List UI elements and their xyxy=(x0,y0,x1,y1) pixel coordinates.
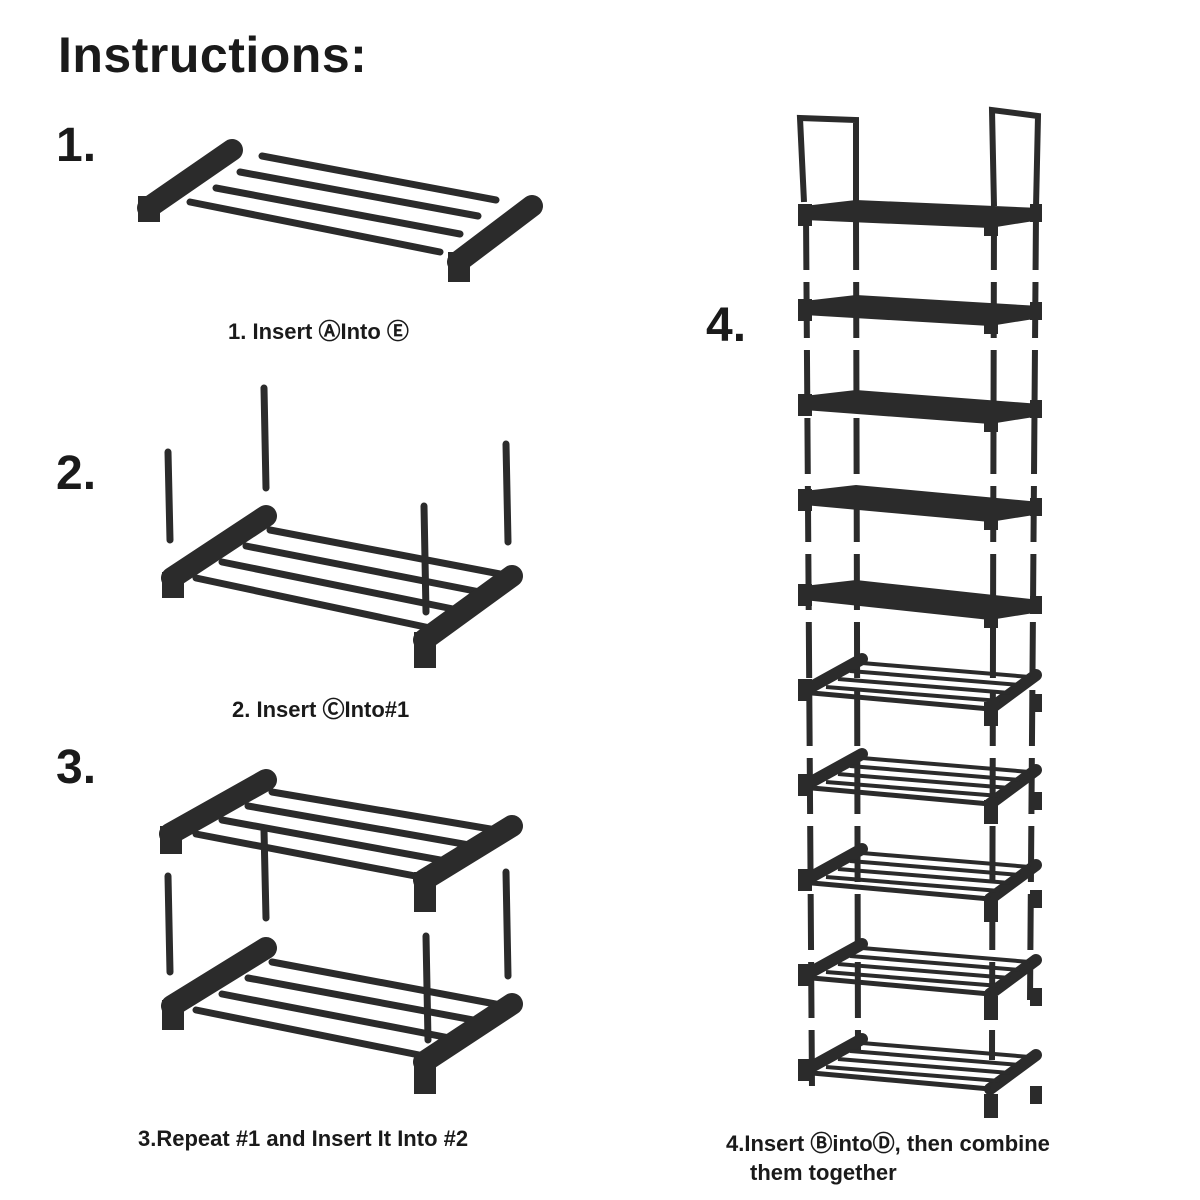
step-3-number: 3. xyxy=(56,741,97,794)
step-2-number: 2. xyxy=(56,447,97,500)
side-bar-left xyxy=(161,505,277,589)
tier-5 xyxy=(798,580,1042,628)
tier-6 xyxy=(798,653,1042,726)
pole-2 xyxy=(853,213,861,1051)
shelf-rods xyxy=(192,526,504,632)
upper-shelf xyxy=(159,769,523,912)
step-1-caption: 1. Insert ⒶInto Ⓔ xyxy=(228,319,409,344)
tier-2 xyxy=(798,295,1042,334)
leg-poles xyxy=(164,384,512,616)
lower-shelf xyxy=(161,937,523,1094)
tier-7 xyxy=(798,748,1042,824)
tier-8 xyxy=(798,843,1042,922)
step-4-illustration xyxy=(796,106,1042,1118)
tier-1 xyxy=(798,200,1042,236)
tier-10 xyxy=(798,1033,1042,1118)
step-4-caption-line-2: them together xyxy=(750,1160,897,1185)
side-bar-left xyxy=(137,139,243,219)
side-bar-right xyxy=(447,195,543,273)
step-1-illustration xyxy=(137,139,543,282)
page-title: Instructions: xyxy=(58,27,368,83)
tier-3 xyxy=(798,390,1042,432)
pole-3 xyxy=(989,213,997,1061)
tier-9 xyxy=(798,938,1042,1020)
side-bar-right xyxy=(413,565,523,651)
foot-right xyxy=(448,252,470,282)
step-1-number: 1. xyxy=(56,119,97,172)
step-3-illustration xyxy=(159,769,523,1094)
step-4-number: 4. xyxy=(706,299,747,352)
step-4-caption-line-1: 4.Insert ⒷintoⒹ, then combine xyxy=(726,1131,1050,1156)
top-handle-left xyxy=(796,114,859,206)
foot-left xyxy=(138,196,160,222)
tier-4 xyxy=(798,485,1042,530)
step-3-caption: 3.Repeat #1 and Insert It Into #2 xyxy=(138,1126,469,1151)
pole-1 xyxy=(803,213,815,1091)
shelf-rods xyxy=(186,152,500,256)
step-2-illustration xyxy=(161,384,523,668)
step-2-caption: 2. Insert ⒸInto#1 xyxy=(232,697,410,722)
top-handle-right xyxy=(988,106,1042,209)
